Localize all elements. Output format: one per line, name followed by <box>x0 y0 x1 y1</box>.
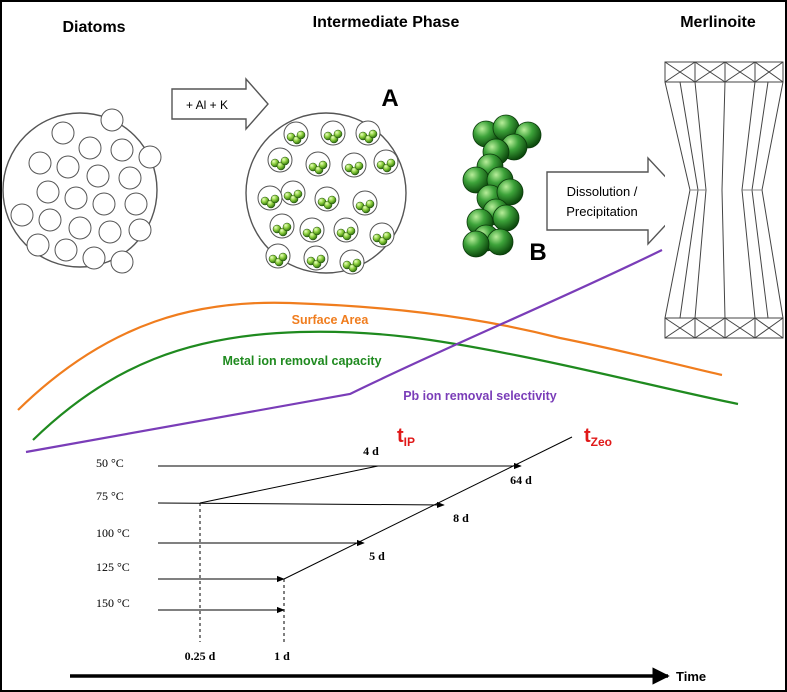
t-ip-line <box>199 465 379 504</box>
label-a: A <box>381 85 398 112</box>
duration-4d: 4 d <box>363 444 379 458</box>
tick-1d: 1 d <box>274 649 290 663</box>
diatom-pore <box>82 246 106 270</box>
green-particle <box>280 156 290 166</box>
green-particle <box>365 199 375 209</box>
pb-ion-curve <box>25 249 663 454</box>
temp-150-label: 150 °C <box>96 596 130 610</box>
cluster-particle <box>492 204 520 232</box>
add-al-k-arrow: + Al + K <box>171 77 269 131</box>
particle-cluster-b <box>462 114 542 258</box>
intermediate-phase-heading: Intermediate Phase <box>313 14 460 31</box>
green-particle <box>296 130 306 140</box>
green-particle <box>368 129 378 139</box>
diatom-disc <box>2 108 162 274</box>
diatom-pore <box>54 238 78 262</box>
intermediate-disc <box>245 112 407 275</box>
diatom-pore <box>56 155 80 179</box>
merlinoite-heading: Merlinoite <box>680 14 756 31</box>
merlinoite-crystal <box>664 61 784 362</box>
green-particle <box>293 189 303 199</box>
diatom-pore <box>100 108 124 132</box>
dissolution-arrow: Dissolution / Precipitation <box>546 156 689 246</box>
add-al-k-label: + Al + K <box>186 98 228 112</box>
green-particle <box>278 252 288 262</box>
green-particle <box>282 222 292 232</box>
cluster-particle <box>496 178 524 206</box>
cluster-particle <box>462 230 490 258</box>
label-b: B <box>529 239 546 266</box>
green-particle <box>382 231 392 241</box>
surface-area-curve <box>17 301 723 411</box>
temp-75-label: 75 °C <box>96 489 124 503</box>
green-particle <box>386 158 396 168</box>
duration-64d: 64 d <box>510 473 532 487</box>
duration-5d: 5 d <box>369 549 385 563</box>
dissolution-label: Dissolution / <box>567 184 638 199</box>
diatom-pore <box>64 186 88 210</box>
metal-ion-curve <box>32 330 739 441</box>
metal-ion-label: Metal ion removal capacity <box>222 354 381 368</box>
precipitation-label: Precipitation <box>566 204 638 219</box>
green-particle <box>318 160 328 170</box>
t-zeo-label: tZeo <box>584 425 612 449</box>
diatom-pore <box>78 136 102 160</box>
diatom-pore <box>98 220 122 244</box>
diatom-pore <box>36 180 60 204</box>
cluster-particle <box>486 228 514 256</box>
green-particle <box>346 226 356 236</box>
diatoms-heading: Diatoms <box>62 19 125 36</box>
diatom-pore <box>118 166 142 190</box>
time-axis-label: Time <box>676 669 706 684</box>
duration-8d: 8 d <box>453 511 469 525</box>
green-particle <box>354 161 364 171</box>
diatom-pore <box>110 250 134 274</box>
diatom-pore <box>28 151 52 175</box>
diatom-pore <box>124 192 148 216</box>
diatom-pore <box>26 233 50 257</box>
green-particle <box>270 194 280 204</box>
diatom-pore <box>92 192 116 216</box>
diatom-pore <box>128 218 152 242</box>
tick-025d: 0.25 d <box>185 649 216 663</box>
t-zeo-line <box>283 436 573 580</box>
diatom-pore <box>138 145 162 169</box>
diatom-pore <box>10 203 34 227</box>
green-particle <box>312 226 322 236</box>
temp-100-label: 100 °C <box>96 526 130 540</box>
green-particle <box>333 129 343 139</box>
diatom-pore <box>38 208 62 232</box>
diatom-pore <box>110 138 134 162</box>
green-particle <box>327 195 337 205</box>
green-particle <box>352 258 362 268</box>
diatom-pore <box>86 164 110 188</box>
diatom-pore <box>68 216 92 240</box>
surface-area-label: Surface Area <box>292 313 370 327</box>
temp-125-label: 125 °C <box>96 560 130 574</box>
pb-ion-label: Pb ion removal selectivity <box>403 389 557 403</box>
timeline-arrows <box>157 436 573 642</box>
temp-50-label: 50 °C <box>96 456 124 470</box>
arrow-75 <box>157 501 445 509</box>
t-ip-label: tIP <box>397 425 415 449</box>
diatom-pore <box>51 121 75 145</box>
green-particle <box>316 254 326 264</box>
